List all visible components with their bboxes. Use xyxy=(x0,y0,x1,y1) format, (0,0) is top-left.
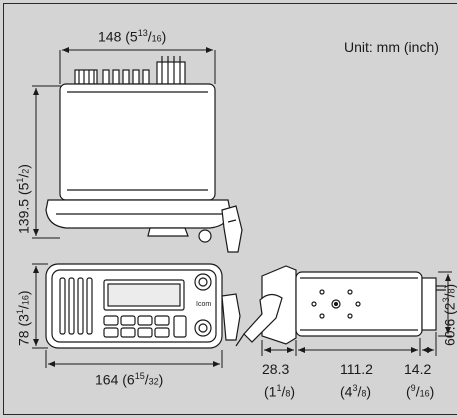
dim-close: ) xyxy=(429,383,435,400)
dim-open: (1 xyxy=(264,383,277,400)
dim-mm: 164 xyxy=(95,371,119,388)
dimension-top-width: 148 (513/16) xyxy=(98,29,166,44)
top-view-radio xyxy=(45,56,243,253)
dimension-side-depth-1-mm: 28.3 xyxy=(262,361,290,377)
dim-sub: 32 xyxy=(148,376,159,387)
dim-sup: 15 xyxy=(134,371,145,381)
dim-close: ) xyxy=(366,383,372,400)
dim-sub: 8 xyxy=(285,388,291,399)
dim-sup: 13 xyxy=(137,28,148,38)
dim-sup: 1 xyxy=(15,309,25,315)
dim-slash: / xyxy=(357,383,362,400)
dim-mm: 60.6 xyxy=(441,318,457,346)
dim-close: ) xyxy=(15,290,32,296)
dim-slash: / xyxy=(281,383,286,400)
dimension-front-height: 78 (31/16) xyxy=(15,290,32,346)
dimension-top-height: 139.5 (51/2) xyxy=(15,164,32,234)
dim-sup: 3 xyxy=(441,297,451,303)
dim-sub: 16 xyxy=(20,295,31,306)
dim-open: (2 xyxy=(441,302,457,319)
dim-close: ) xyxy=(161,28,167,45)
dimension-side-depth-2-mm: 111.2 xyxy=(340,361,373,377)
dimension-side-depth-1-inch: (11/8) xyxy=(264,384,295,399)
dim-slash: / xyxy=(15,305,32,310)
dim-open: ( xyxy=(406,383,411,400)
unit-note: Unit: mm (inch) xyxy=(344,39,439,55)
dim-slash: / xyxy=(147,28,152,45)
dim-open: (6 xyxy=(118,371,135,388)
dim-close: ) xyxy=(290,383,296,400)
dim-sup: 1 xyxy=(276,383,282,393)
dim-open: (4 xyxy=(340,383,353,400)
svg-text:Icom: Icom xyxy=(196,301,211,308)
dim-slash: / xyxy=(15,173,32,178)
dim-open: (5 xyxy=(121,28,138,45)
drawing-frame xyxy=(3,3,457,415)
dim-sup: 3 xyxy=(352,383,358,393)
dim-slash: / xyxy=(441,293,457,298)
dim-close: ) xyxy=(441,283,457,289)
side-view-radio xyxy=(235,265,446,347)
dimension-side-depth-2-inch: (43/8) xyxy=(340,384,371,399)
dim-sup: 9 xyxy=(410,383,416,393)
dimension-side-depth-3-mm: 14.2 xyxy=(404,361,432,377)
dim-sub: 8 xyxy=(446,288,457,294)
dim-slash: / xyxy=(144,371,149,388)
dim-sub: 8 xyxy=(361,388,367,399)
dim-sub: 16 xyxy=(151,33,162,44)
dim-sup: 1 xyxy=(15,177,25,183)
dim-close: ) xyxy=(158,371,164,388)
dim-mm: 78 xyxy=(15,330,32,346)
dimension-side-height: 60.6 (23/8) xyxy=(441,283,457,346)
dim-open: (3 xyxy=(15,314,32,331)
front-view-radio: Icom xyxy=(45,263,241,349)
dimension-side-depth-3-inch: (9/16) xyxy=(406,384,434,399)
dim-mm: 139.5 xyxy=(15,198,32,234)
dim-sub: 16 xyxy=(419,388,430,399)
dimension-front-width: 164 (615/32) xyxy=(95,372,163,387)
dim-mm: 148 xyxy=(98,28,122,45)
dim-open: (5 xyxy=(15,182,32,199)
dim-close: ) xyxy=(15,164,32,169)
dim-slash: / xyxy=(415,383,420,400)
dim-sub: 2 xyxy=(20,168,31,174)
